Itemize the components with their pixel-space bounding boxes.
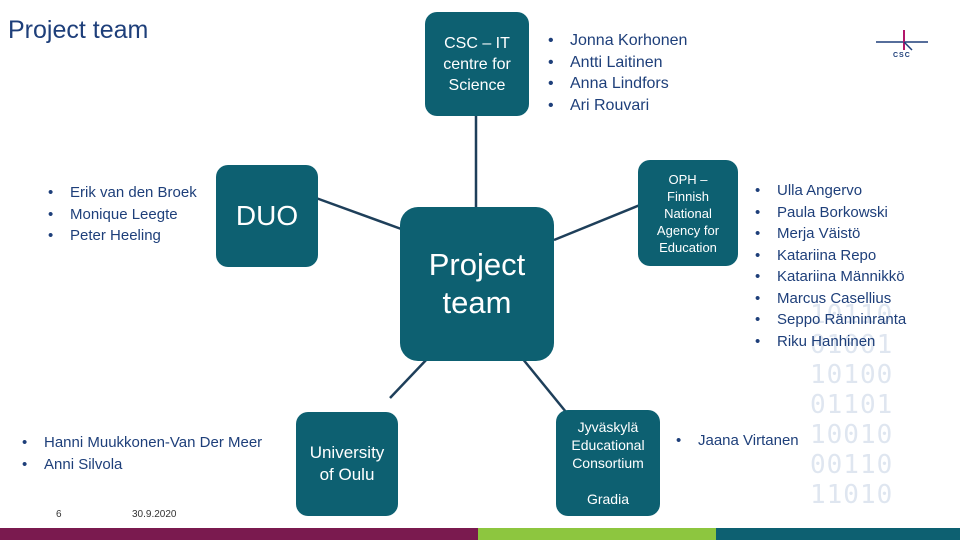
node-oulu: University of Oulu <box>296 412 398 516</box>
binary-row: 10010 <box>810 420 894 450</box>
connector-oulu <box>389 357 429 399</box>
binary-row: 00110 <box>810 450 894 480</box>
node-oulu-label: University of Oulu <box>309 443 385 484</box>
connector-jyvaskyla <box>521 357 567 413</box>
node-duo: DUO <box>216 165 318 267</box>
people-list-oph: Ulla Angervo Paula Borkowski Merja Väist… <box>755 180 906 352</box>
list-item: Paula Borkowski <box>755 202 906 224</box>
page-number: 6 <box>56 509 62 520</box>
list-item: Jonna Korhonen <box>548 30 687 52</box>
logo-label: CSC <box>893 52 911 59</box>
people-list-csc: Jonna Korhonen Antti Laitinen Anna Lindf… <box>548 30 687 116</box>
people-list-jyvaskyla: Jaana Virtanen <box>676 430 799 452</box>
list-item: Anni Silvola <box>22 454 262 476</box>
list-item: Merja Väistö <box>755 223 906 245</box>
people-list-oulu: Hanni Muukkonen-Van Der Meer Anni Silvol… <box>22 432 262 475</box>
slide-date: 30.9.2020 <box>132 509 177 520</box>
node-jyvaskyla: Jyväskylä Educational Consortium Gradia <box>556 410 660 516</box>
node-csc-label: CSC – IT centre for Science <box>443 34 511 94</box>
list-item: Katariina Repo <box>755 245 906 267</box>
node-oph: OPH – Finnish National Agency for Educat… <box>638 160 738 266</box>
list-item: Monique Leegte <box>48 204 197 226</box>
footer-segment-purple <box>0 528 478 540</box>
csc-logo-icon <box>876 30 928 51</box>
node-duo-label: DUO <box>235 200 299 231</box>
footer-segment-teal <box>716 528 960 540</box>
list-item: Peter Heeling <box>48 225 197 247</box>
list-item: Jaana Virtanen <box>676 430 799 452</box>
binary-row: 11010 <box>810 480 894 510</box>
connector-oph <box>553 203 641 242</box>
node-center-label: Project team <box>428 247 526 320</box>
people-list-duo: Erik van den Broek Monique Leegte Peter … <box>48 182 197 247</box>
list-item: Marcus Casellius <box>755 288 906 310</box>
binary-row: 10100 <box>810 360 894 390</box>
list-item: Ari Rouvari <box>548 95 687 117</box>
list-item: Riku Hanhinen <box>755 331 906 353</box>
node-oph-label: OPH – Finnish National Agency for Educat… <box>656 171 720 255</box>
list-item: Ulla Angervo <box>755 180 906 202</box>
list-item: Erik van den Broek <box>48 182 197 204</box>
node-csc: CSC – IT centre for Science <box>425 12 529 116</box>
list-item: Seppo Ränninranta <box>755 309 906 331</box>
list-item: Anna Lindfors <box>548 73 687 95</box>
list-item: Hanni Muukkonen-Van Der Meer <box>22 432 262 454</box>
node-jyvaskyla-label: Jyväskylä Educational Consortium Gradia <box>571 419 645 507</box>
footer-segment-green <box>478 528 716 540</box>
list-item: Antti Laitinen <box>548 52 687 74</box>
slide-title: Project team <box>8 16 149 44</box>
connector-duo <box>315 196 405 232</box>
list-item: Katariina Männikkö <box>755 266 906 288</box>
footer-bar <box>0 528 960 540</box>
node-center: Project team <box>400 207 554 361</box>
binary-row: 01101 <box>810 390 894 420</box>
